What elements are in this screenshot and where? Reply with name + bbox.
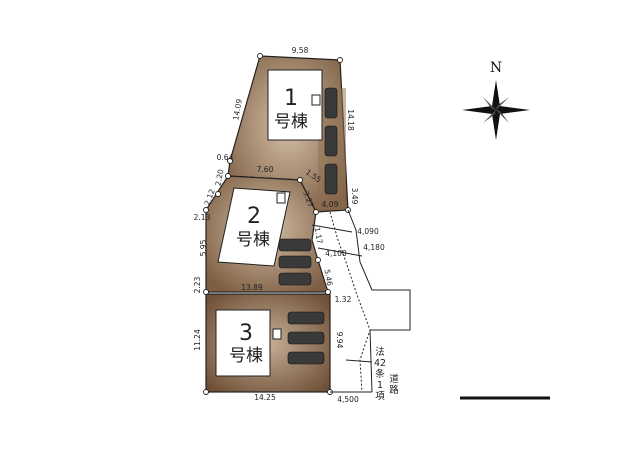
lot-2-car-icons (278, 238, 312, 286)
compass-north-label: N (490, 60, 502, 76)
car-icon (278, 255, 312, 269)
road-char: 条 (375, 368, 385, 380)
car-icon (324, 87, 338, 119)
dim-label: 3.49 (350, 188, 359, 205)
survey-point (325, 289, 331, 295)
dim-label: 9.58 (292, 46, 309, 55)
survey-point (225, 173, 231, 179)
survey-point (203, 389, 209, 395)
dim-label: 4,180 (363, 243, 385, 252)
dim-label: 0.64 (217, 153, 234, 162)
dim-label: 4,100 (325, 249, 347, 258)
lot-1: 1 号棟 (227, 55, 349, 213)
lot-3-number: 3 (239, 321, 253, 346)
compass-rose-icon: N (462, 60, 530, 140)
car-icon (324, 125, 338, 157)
lot-3-meter-icon (272, 328, 282, 340)
road-char: 1 (377, 380, 383, 391)
survey-point (297, 177, 303, 183)
dim-label: 7.60 (257, 165, 274, 174)
road-designation: 法 42 条 1 項 道 路 (374, 346, 399, 402)
lot-3-building (215, 309, 271, 377)
survey-point (313, 209, 319, 215)
dim-label: 2.23 (193, 276, 202, 293)
dimension-labels: 9.58 14.09 14.18 0.64 7.60 2.20 1.55 2.1… (193, 46, 385, 404)
dim-label: 4.09 (322, 200, 339, 209)
lot-3-label: 号棟 (229, 346, 263, 366)
dim-label: 1.32 (335, 295, 352, 304)
car-icon (278, 272, 312, 286)
car-icon (278, 238, 312, 252)
lot-2-meter-icon (276, 192, 286, 204)
lot-2-number: 2 (247, 204, 261, 229)
dim-label: 4,500 (337, 395, 359, 404)
dim-label: 4,090 (357, 227, 379, 236)
lot-2: 2 号棟 (205, 175, 329, 293)
survey-point (337, 57, 343, 63)
dim-label: 14.25 (254, 393, 276, 402)
car-icon (287, 331, 325, 345)
lot-2-label: 号棟 (236, 230, 270, 250)
road-dim-line (317, 247, 363, 257)
road-char: 道 (389, 373, 399, 385)
lot-1-meter-icon (311, 94, 321, 106)
car-icon (287, 351, 325, 365)
survey-point (257, 53, 263, 59)
dim-label: 11.24 (193, 329, 202, 351)
dim-label: 5.95 (199, 239, 208, 256)
lot-3-car-icons (287, 311, 325, 365)
dim-label: 14.09 (231, 98, 244, 121)
lot-2-building (217, 187, 291, 267)
lot-1-car-icons (324, 87, 338, 195)
dim-label: 1.17 (313, 227, 325, 245)
road-char: 42 (374, 358, 386, 369)
car-icon (324, 163, 338, 195)
car-icon (287, 311, 325, 325)
leader-line (345, 359, 373, 363)
survey-point (215, 191, 221, 197)
road-center-dotted (329, 211, 371, 393)
dim-label: 14.18 (346, 109, 355, 131)
dim-label: 2.13 (194, 213, 211, 222)
lot-1-label: 号棟 (274, 112, 308, 132)
road-char: 項 (375, 391, 385, 402)
road-dim-line (311, 224, 353, 233)
dim-label: 9.94 (335, 332, 344, 349)
survey-point (203, 207, 209, 213)
survey-points (203, 53, 351, 395)
road-outline (311, 209, 411, 393)
lot-3: 3 号棟 (205, 293, 331, 393)
dim-label: 2.20 (214, 168, 226, 186)
dim-label: 5.46 (323, 269, 335, 287)
survey-point (315, 257, 321, 263)
survey-point (203, 289, 209, 295)
survey-point (227, 158, 233, 164)
lot-1-number: 1 (284, 86, 298, 111)
dim-label: 13.89 (241, 283, 263, 292)
road-char: 路 (389, 384, 399, 396)
road-edge (347, 209, 411, 393)
road-char: 法 (375, 346, 385, 358)
